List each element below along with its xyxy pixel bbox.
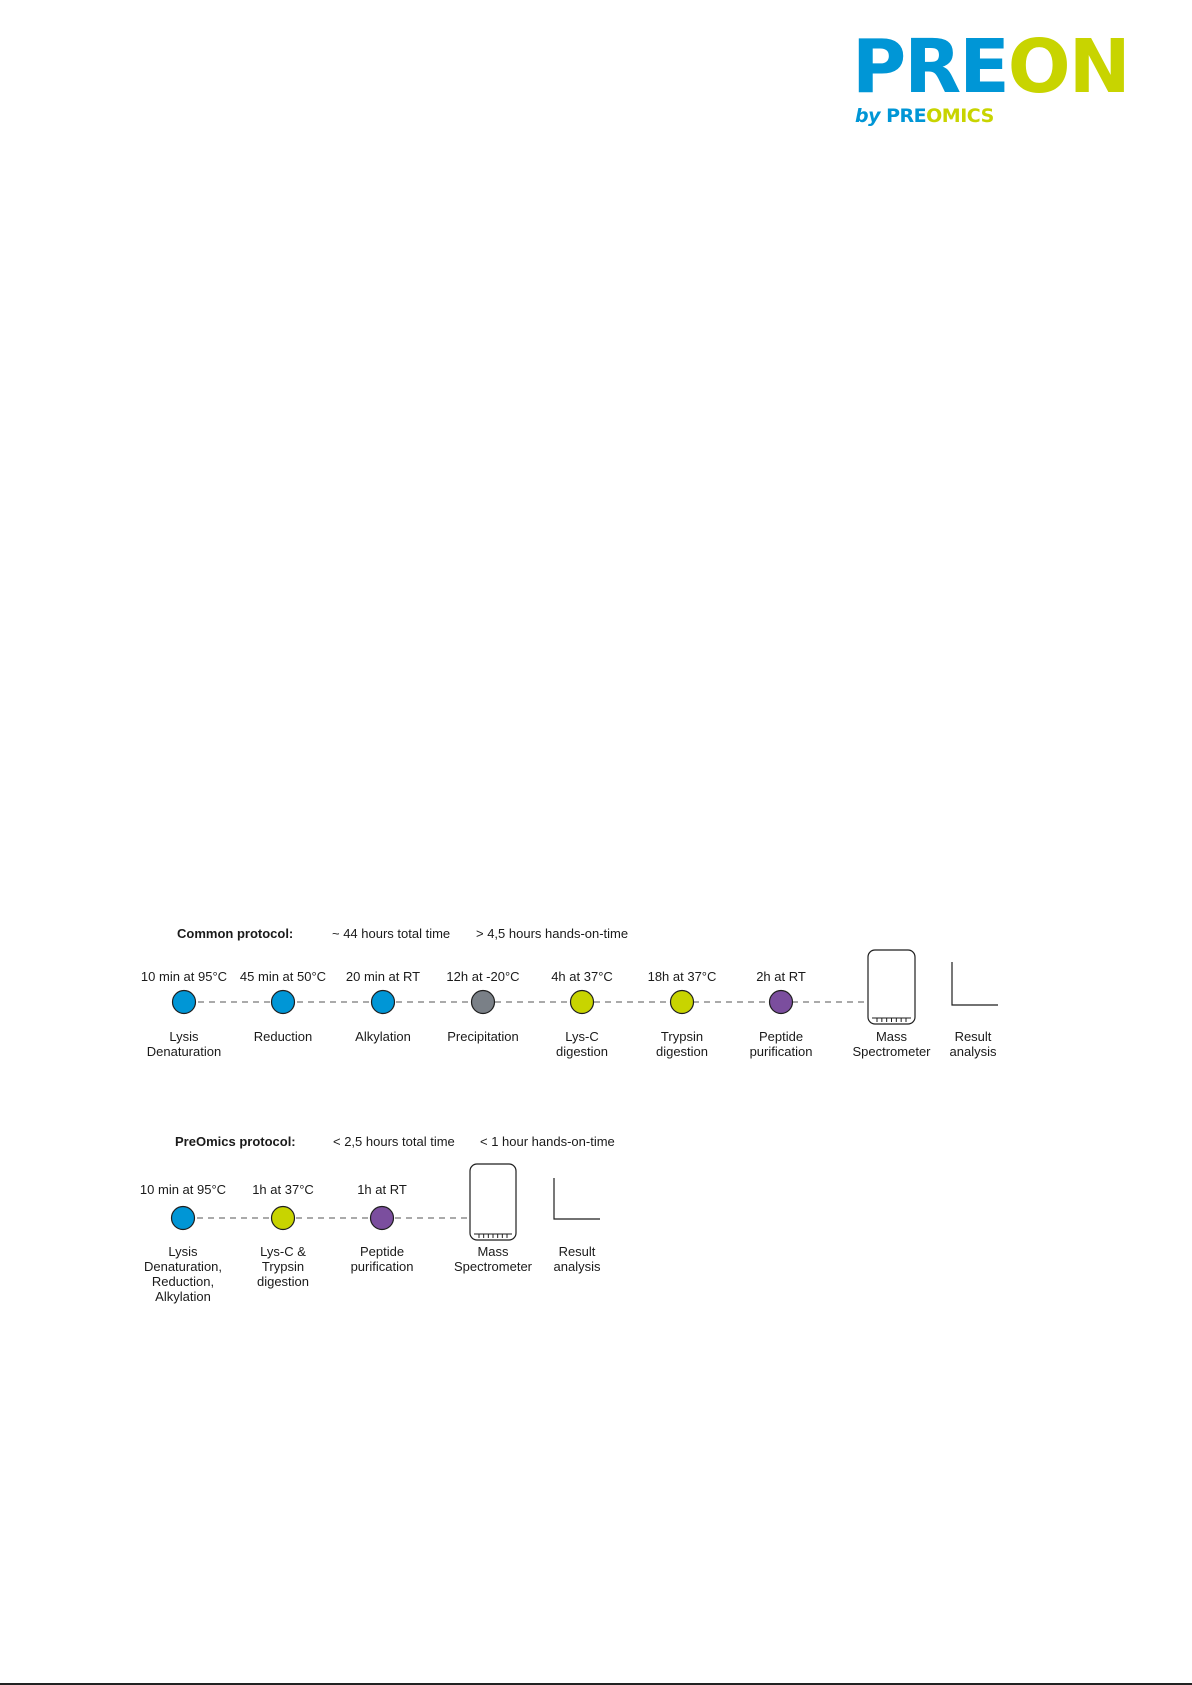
protocol-1-step-3-label: Alkylation (355, 1029, 411, 1044)
protocol-2-step-3-label: Peptide (360, 1244, 404, 1259)
protocol-2-step-2-label: Trypsin (262, 1259, 304, 1274)
protocol-1-mass-spectrometer-label: Spectrometer (852, 1044, 931, 1059)
protocol-2-result-analysis-label: analysis (554, 1259, 601, 1274)
protocol-2-step-3-time: 1h at RT (357, 1182, 407, 1197)
protocol-1-result-analysis-label: analysis (950, 1044, 997, 1059)
protocol-2-step-1-time: 10 min at 95°C (140, 1182, 226, 1197)
protocol-2-step-1-label: Alkylation (155, 1289, 211, 1304)
protocol-1-step-1-time: 10 min at 95°C (141, 969, 227, 984)
protocol-1-hands-on-time: > 4,5 hours hands-on-time (476, 926, 628, 941)
protocol-2-mass-spectrometer-label: Mass (477, 1244, 509, 1259)
logo-wordmark: PREON (852, 24, 1131, 110)
protocol-1-step-5-time: 4h at 37°C (551, 969, 613, 984)
protocol-1-step-3-marker (370, 989, 396, 1015)
protocol-1-step-4-marker (470, 989, 496, 1015)
protocol-2-step-1-marker (170, 1205, 196, 1231)
protocol-2-hands-on-time: < 1 hour hands-on-time (480, 1134, 615, 1149)
protocol-1-step-3-time: 20 min at RT (346, 969, 420, 984)
protocol-2-step-3-marker (369, 1205, 395, 1231)
protocol-1-step-7-label: Peptide (759, 1029, 803, 1044)
protocol-1-step-6-time: 18h at 37°C (648, 969, 717, 984)
protocol-1-total-time: ~ 44 hours total time (332, 926, 450, 941)
protocol-2-mass-spectrometer-label: Spectrometer (454, 1259, 533, 1274)
protocol-2-title: PreOmics protocol: (175, 1134, 296, 1149)
protocol-1-mass-spectrometer-label: Mass (876, 1029, 908, 1044)
protocol-1-step-7-label: purification (750, 1044, 813, 1059)
protocol-2-result-analysis-icon (553, 1178, 600, 1220)
protocol-1-step-7-marker (768, 989, 794, 1015)
protocol-1-step-1-marker (171, 989, 197, 1015)
protocol-1-step-5-label: Lys-C (565, 1029, 598, 1044)
protocol-2-mass-spectrometer-icon (469, 1163, 517, 1241)
protocol-1-title: Common protocol: (177, 926, 293, 941)
protocol-1-result-analysis-icon (951, 962, 998, 1006)
protocol-1-step-7-time: 2h at RT (756, 969, 806, 984)
protocol-2-result-analysis-label: Result (559, 1244, 596, 1259)
protocol-1-step-1-label: Denaturation (147, 1044, 221, 1059)
protocol-1-step-6-label: Trypsin (661, 1029, 703, 1044)
protocol-2-total-time: < 2,5 hours total time (333, 1134, 455, 1149)
preon-logo: PREON by PREOMICS (852, 26, 1131, 127)
protocol-1-step-4-label: Precipitation (447, 1029, 519, 1044)
protocol-1-step-5-marker (569, 989, 595, 1015)
logo-tagline: by PREOMICS (855, 105, 994, 127)
protocol-2-step-2-marker (270, 1205, 296, 1231)
footer-rule (0, 1683, 1192, 1685)
protocol-1-step-2-label: Reduction (254, 1029, 313, 1044)
protocol-1-step-2-time: 45 min at 50°C (240, 969, 326, 984)
protocol-2-step-1-label: Denaturation, (144, 1259, 222, 1274)
protocol-1-mass-spectrometer-icon (867, 949, 916, 1025)
protocol-2-step-1-label: Lysis (168, 1244, 198, 1259)
protocol-2-step-1-label: Reduction, (152, 1274, 214, 1289)
protocol-1-step-1-label: Lysis (169, 1029, 199, 1044)
protocol-1-result-analysis-label: Result (955, 1029, 992, 1044)
protocol-1-step-2-marker (270, 989, 296, 1015)
protocol-2-step-2-time: 1h at 37°C (252, 1182, 314, 1197)
protocol-1-step-6-marker (669, 989, 695, 1015)
protocol-1-step-6-label: digestion (656, 1044, 708, 1059)
protocol-2-step-2-label: Lys-C & (260, 1244, 306, 1259)
protocol-2-step-3-label: purification (351, 1259, 414, 1274)
protocol-1-step-4-time: 12h at -20°C (446, 969, 519, 984)
protocol-1-step-5-label: digestion (556, 1044, 608, 1059)
protocol-2-step-2-label: digestion (257, 1274, 309, 1289)
